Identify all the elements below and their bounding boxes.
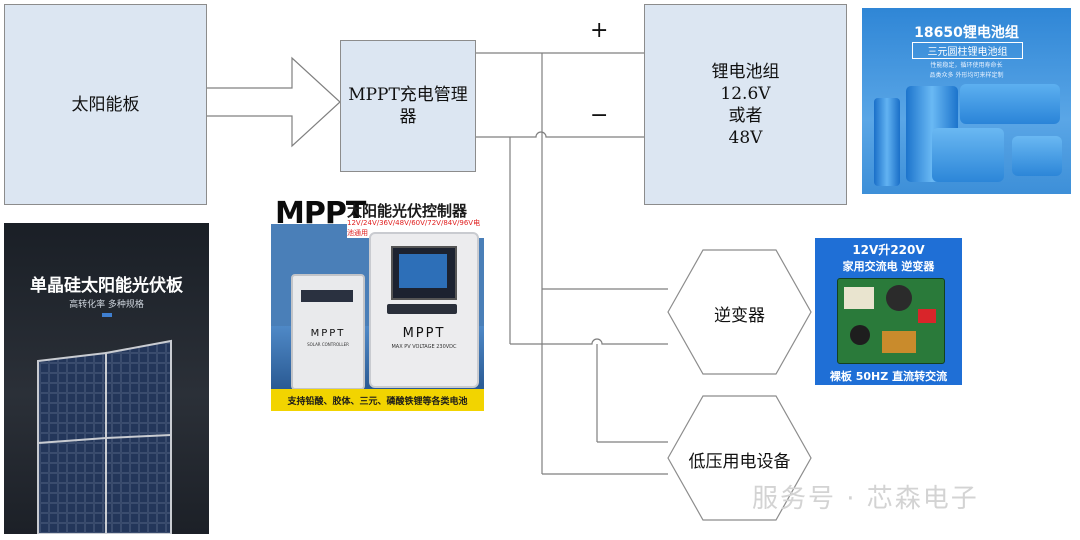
- inverter-label: 逆变器: [714, 306, 765, 326]
- load-hexagon: [667, 395, 812, 521]
- mppt-photo-title: 太阳能光伏控制器: [347, 202, 468, 220]
- watermark: 服务号 · 芯森电子: [752, 484, 979, 514]
- mppt-large-unit: MPPT MAX PV VOLTAGE 230VDC: [369, 232, 479, 388]
- solar-panel-box: 太阳能板: [4, 4, 207, 205]
- solar-panel-photo: 单晶硅太阳能光伏板 高转化率 多种规格: [4, 223, 209, 534]
- mppt-manager-box: MPPT充电管理器: [340, 40, 476, 172]
- inverter-hexagon: [667, 249, 812, 375]
- battery-pack-label: 锂电池组 12.6V 或者 48V: [711, 61, 780, 148]
- mppt-photo-footer: 支持铅酸、胶体、三元、磷酸铁锂等各类电池: [287, 397, 468, 407]
- solar-panel-label: 太阳能板: [71, 94, 140, 115]
- battery-photo: 18650锂电池组 三元圆柱锂电池组 性能稳定，循环使用寿命长 品类众多 外形均…: [862, 8, 1071, 194]
- solar-photo-subtitle: 高转化率 多种规格: [69, 300, 144, 310]
- block-arrow: [205, 56, 341, 148]
- low-voltage-load-label: 低压用电设备: [688, 452, 791, 472]
- mppt-controller-photo: MPPT 太阳能光伏控制器 12V/24V/36V/48V/60V/72V/84…: [271, 196, 484, 411]
- battery-pack-illustration: [872, 80, 1067, 190]
- solar-panel-illustration: [37, 339, 172, 534]
- positive-sign: +: [590, 18, 609, 43]
- inverter-board: [837, 278, 945, 364]
- mppt-small-unit: MPPT SOLAR CONTROLLER: [291, 274, 365, 390]
- mppt-manager-label: MPPT充电管理器: [348, 85, 468, 127]
- negative-sign: −: [590, 103, 609, 128]
- battery-photo-subtitle: 三元圆柱锂电池组: [912, 42, 1023, 59]
- inverter-photo: 12V升220V 家用交流电 逆变器 裸板 50HZ 直流转交流: [815, 238, 962, 385]
- battery-pack-box: 锂电池组 12.6V 或者 48V: [644, 4, 847, 205]
- battery-photo-title: 18650锂电池组: [914, 25, 1019, 41]
- negative-line: [476, 131, 644, 138]
- solar-photo-title: 单晶硅太阳能光伏板: [30, 276, 183, 296]
